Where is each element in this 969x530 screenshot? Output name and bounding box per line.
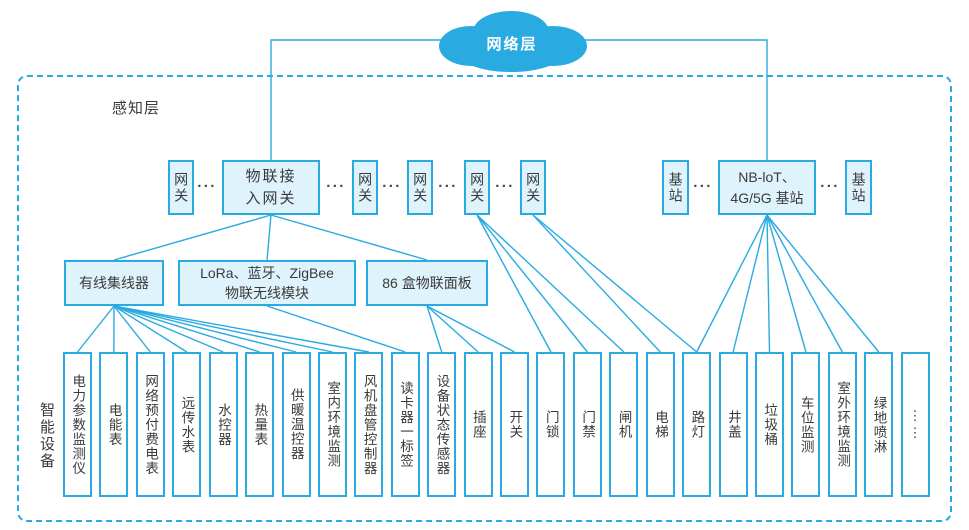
device-box: 插座	[463, 352, 493, 497]
device-box: 车位监测	[791, 352, 821, 497]
smart-devices-label: 智能设备	[38, 402, 55, 470]
device-box: 电能表	[99, 352, 129, 497]
perception-layer-label: 感知层	[112, 100, 161, 117]
iot-access-gateway-line1: 物联接	[245, 167, 297, 185]
device-box: 室外环境监测	[827, 352, 857, 497]
device-box: 路灯	[682, 352, 712, 497]
device-box: 闸机	[609, 352, 639, 497]
cloud-shape-icon	[439, 11, 587, 72]
iot-access-gateway-box: 物联接 入网关	[222, 160, 320, 215]
ellipsis-separator: ···	[495, 178, 515, 195]
network-layer-label: 网络层	[486, 35, 538, 53]
device-box: 远传水表	[172, 352, 202, 497]
device-box: 门锁	[536, 352, 566, 497]
perception-layer-frame	[17, 75, 952, 522]
device-box: 电力参数监测仪	[63, 352, 92, 497]
device-box: 门禁	[572, 352, 602, 497]
device-box: 开关	[500, 352, 530, 497]
device-box: ⋮⋮	[900, 352, 930, 497]
ellipsis-separator: ···	[693, 178, 713, 195]
device-box: 热量表	[245, 352, 275, 497]
gateway-box: 网关	[407, 160, 433, 215]
device-box: 室内环境监测	[317, 352, 347, 497]
base-station-box: 基站	[845, 160, 872, 215]
device-box: 读卡器一标签	[390, 352, 420, 497]
wireless-module-box: LoRa、蓝牙、ZigBee 物联无线模块	[178, 260, 356, 306]
ellipsis-separator: ···	[382, 178, 402, 195]
gateway-box: 网关	[464, 160, 490, 215]
wireless-module-line1: LoRa、蓝牙、ZigBee	[200, 264, 334, 281]
device-box: 供暖温控器	[281, 352, 311, 497]
gateway-box: 网关	[352, 160, 378, 215]
wireless-module-line2: 物联无线模块	[225, 285, 309, 301]
gateway-box: 网关	[520, 160, 546, 215]
wired-hub-box: 有线集线器	[64, 260, 164, 306]
device-box: 垃圾桶	[755, 352, 785, 497]
iot-access-gateway-line2: 入网关	[245, 189, 297, 207]
device-box: 网络预付费电表	[135, 352, 165, 497]
ellipsis-separator: ···	[820, 178, 840, 195]
ellipsis-separator: ···	[438, 178, 458, 195]
nb-iot-line1: NB-loT、	[738, 169, 796, 186]
ellipsis-separator: ···	[326, 178, 346, 195]
panel-86-box: 86 盒物联面板	[366, 260, 488, 306]
nb-iot-base-station-box: NB-loT、 4G/5G 基站	[718, 160, 816, 215]
device-box: 风机盘管控制器	[354, 352, 384, 497]
device-box: 井盖	[718, 352, 748, 497]
device-box: 水控器	[208, 352, 238, 497]
base-station-box: 基站	[662, 160, 689, 215]
network-layer-cloud: 网络层	[423, 4, 601, 76]
ellipsis-separator: ···	[197, 178, 217, 195]
device-box: 绿地喷淋	[864, 352, 894, 497]
device-box: 电梯	[645, 352, 675, 497]
smart-device-row: 电力参数监测仪电能表网络预付费电表远传水表水控器热量表供暖温控器室内环境监测风机…	[63, 352, 930, 497]
nb-iot-line2: 4G/5G 基站	[730, 189, 804, 206]
device-box: 设备状态传感器	[427, 352, 457, 497]
gateway-box: 网关	[168, 160, 194, 215]
